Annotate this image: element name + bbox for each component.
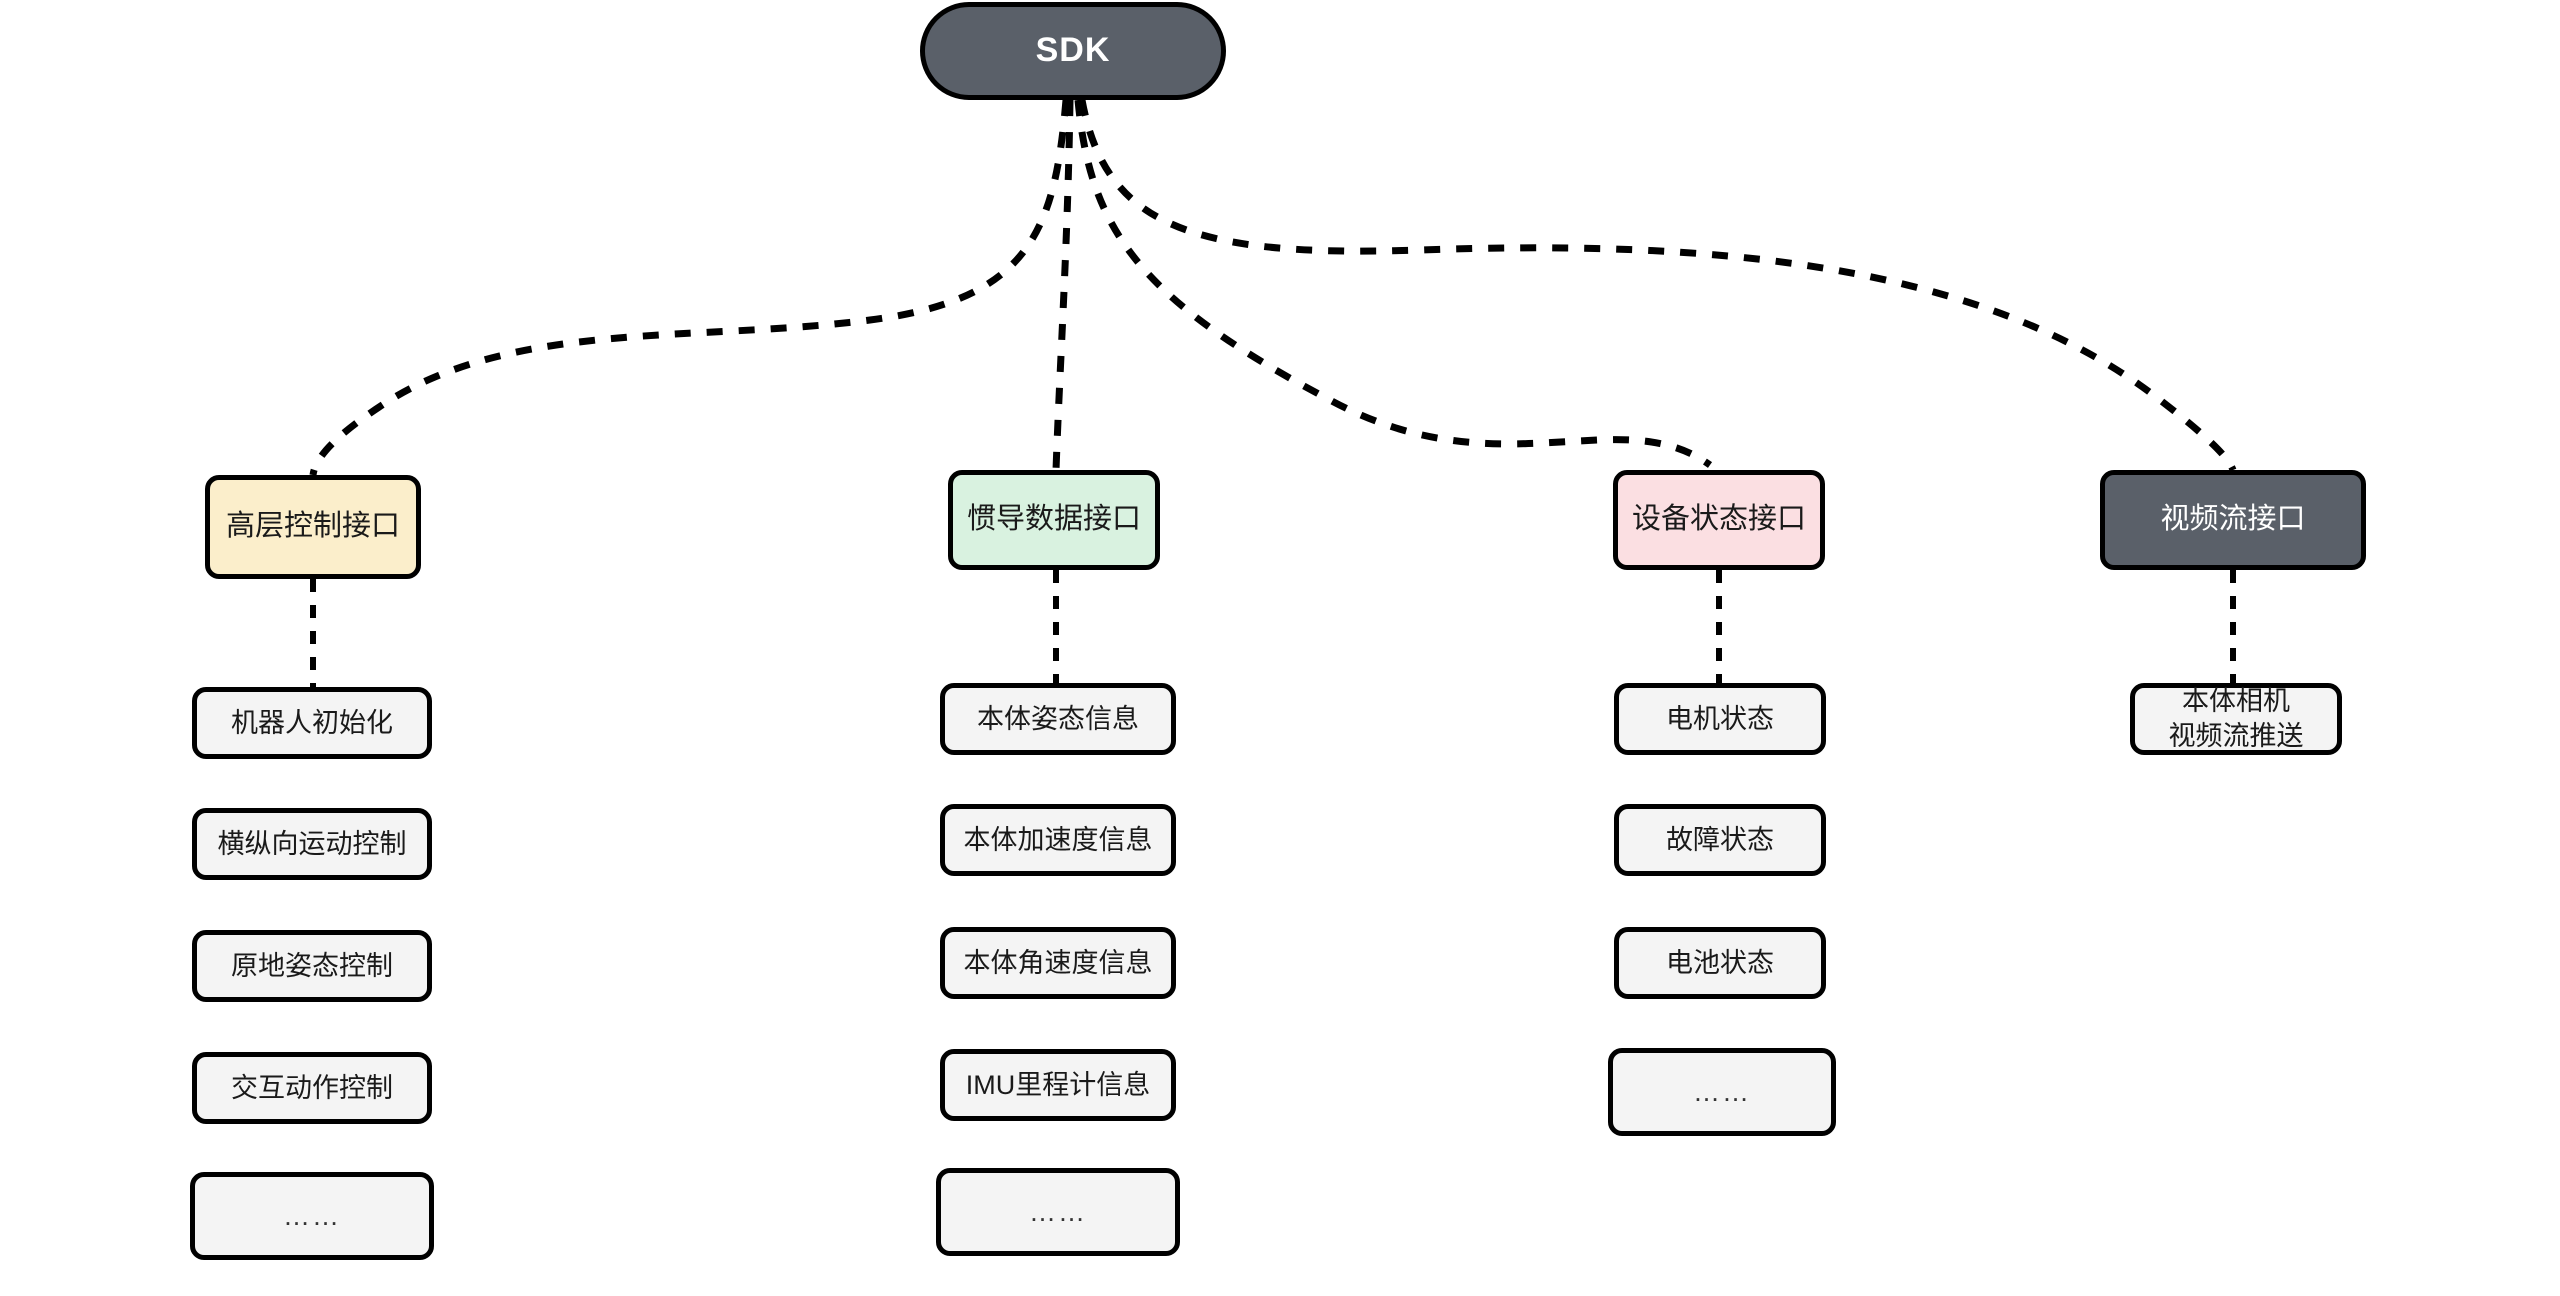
leaf-node-lateral-longitudinal-motion-control[interactable]: 横纵向运动控制	[192, 808, 432, 880]
leaf-node-more-control[interactable]: ……	[190, 1172, 434, 1260]
leaf-node-body-acceleration-info[interactable]: 本体加速度信息	[940, 804, 1176, 876]
leaf-node-imu-odometry-info[interactable]: IMU里程计信息	[940, 1049, 1176, 1121]
edge-sdk-to-imu-data	[1052, 99, 1074, 471]
leaf-node-more-imu[interactable]: ……	[936, 1168, 1180, 1256]
leaf-node-more-status[interactable]: ……	[1608, 1048, 1836, 1136]
category-node-device-status[interactable]: 设备状态接口	[1613, 470, 1825, 570]
leaf-node-fault-status[interactable]: 故障状态	[1614, 804, 1826, 876]
leaf-node-battery-status[interactable]: 电池状态	[1614, 927, 1826, 999]
leaf-node-body-camera-video-push[interactable]: 本体相机 视频流推送	[2130, 683, 2342, 755]
edge-sdk-to-video-stream	[1078, 99, 2237, 472]
leaf-node-in-place-pose-control[interactable]: 原地姿态控制	[192, 930, 432, 1002]
category-node-high-level-control[interactable]: 高层控制接口	[205, 475, 421, 579]
category-node-imu-data[interactable]: 惯导数据接口	[948, 470, 1160, 570]
category-node-video-stream[interactable]: 视频流接口	[2100, 470, 2366, 570]
leaf-node-robot-init[interactable]: 机器人初始化	[192, 687, 432, 759]
leaf-node-body-pose-info[interactable]: 本体姿态信息	[940, 683, 1176, 755]
leaf-node-interactive-action-control[interactable]: 交互动作控制	[192, 1052, 432, 1124]
leaf-node-body-angular-velocity-info[interactable]: 本体角速度信息	[940, 927, 1176, 999]
sdk-root-node[interactable]: SDK	[920, 2, 1226, 100]
edge-sdk-to-device-status	[1074, 99, 1713, 468]
edge-sdk-to-high-level-control	[309, 99, 1070, 476]
leaf-node-motor-status[interactable]: 电机状态	[1614, 683, 1826, 755]
